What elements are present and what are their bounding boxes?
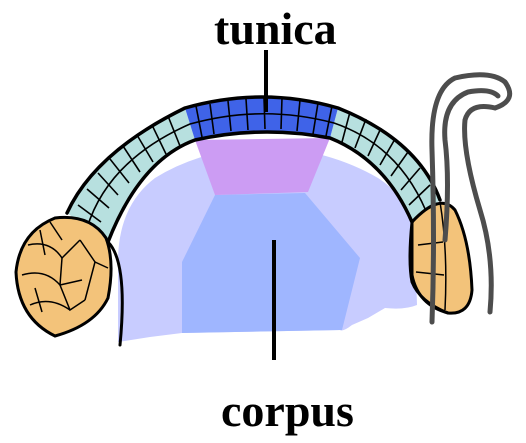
- corpus-label: corpus: [221, 388, 354, 434]
- tunica-label: tunica: [214, 6, 337, 52]
- central-zone: [195, 138, 330, 195]
